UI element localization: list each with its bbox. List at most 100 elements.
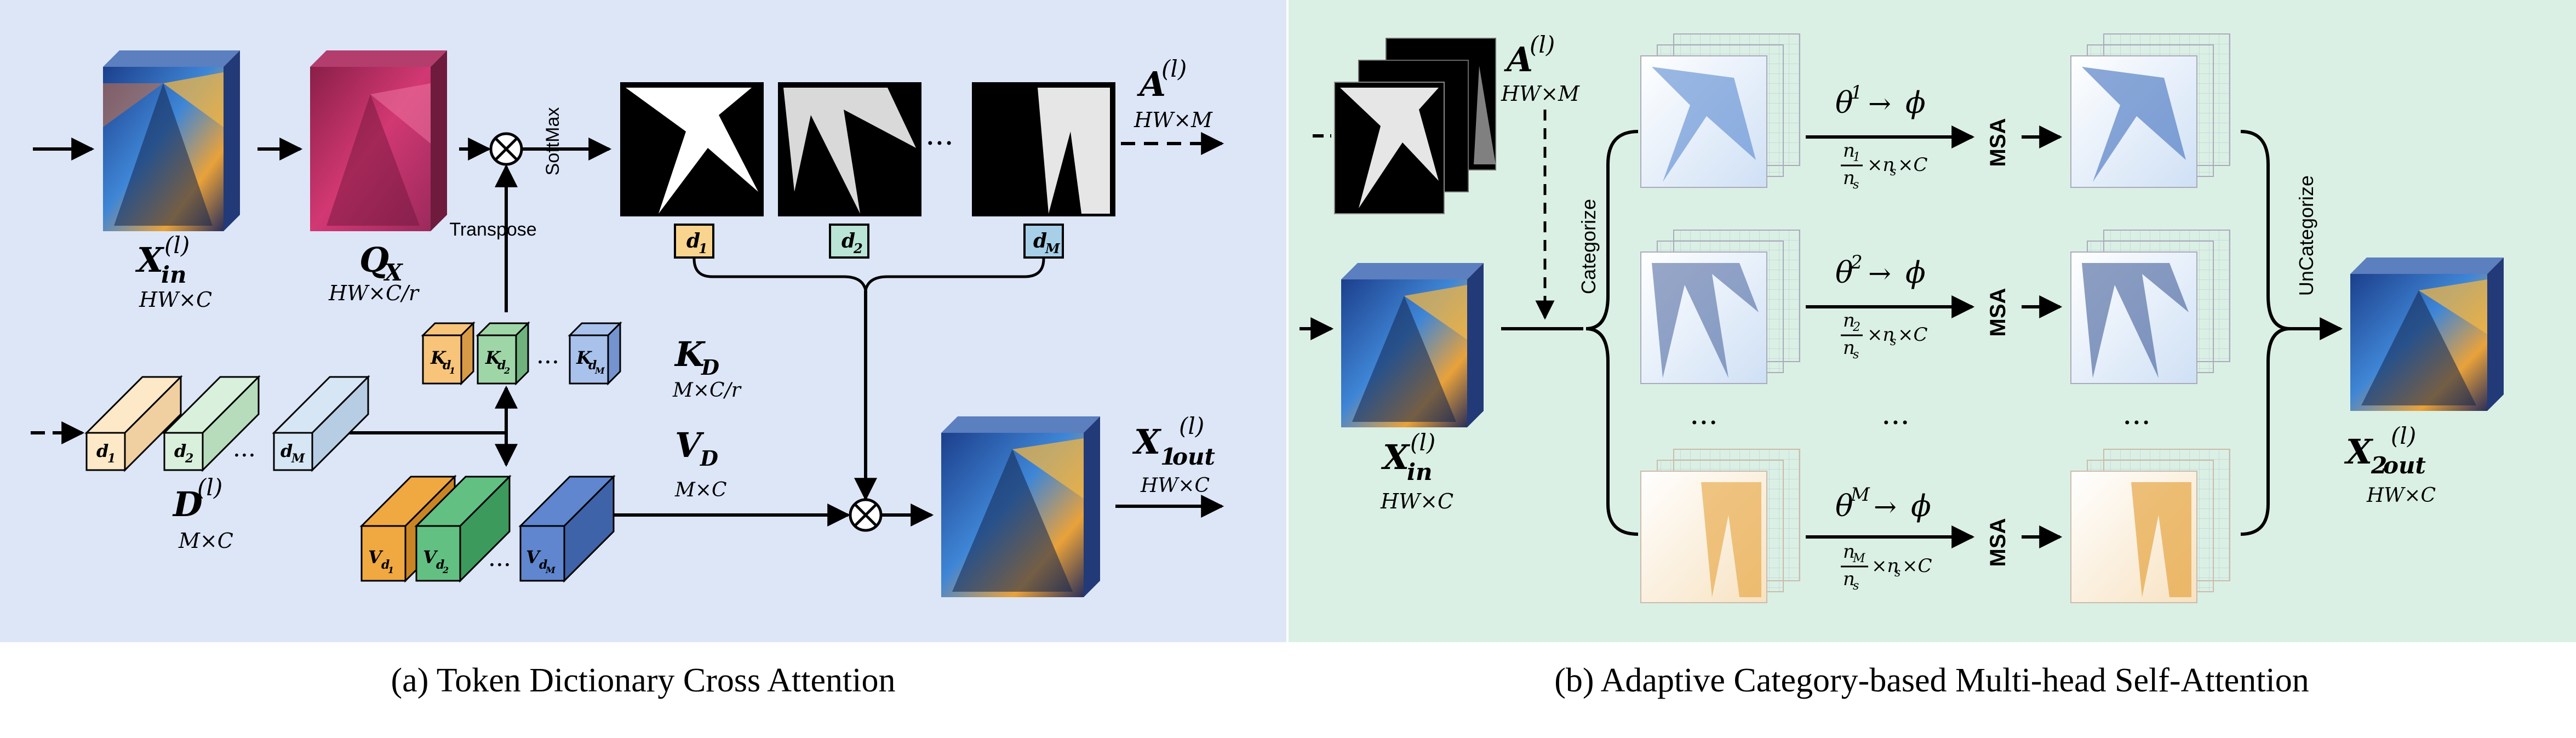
svg-text:HW×M: HW×M bbox=[1501, 82, 1580, 106]
svg-text:2: 2 bbox=[503, 365, 510, 376]
uncategorize-label: UnCategorize bbox=[2295, 175, 2317, 296]
svg-text:2: 2 bbox=[442, 565, 449, 575]
svg-text:1: 1 bbox=[449, 365, 455, 376]
svg-text:in: in bbox=[161, 261, 187, 288]
attention-map-m bbox=[972, 82, 1115, 216]
svg-text:2: 2 bbox=[1852, 321, 1861, 334]
svg-text:ϕ: ϕ bbox=[1905, 85, 1926, 120]
attention-symbol: A bbox=[1137, 64, 1166, 104]
svg-text:1: 1 bbox=[1851, 82, 1863, 104]
svg-text:HW×C: HW×C bbox=[1380, 489, 1453, 513]
svg-text:HW×C/r: HW×C/r bbox=[328, 281, 420, 305]
attention-sup: (l) bbox=[1161, 55, 1187, 82]
svg-text:×n: ×n bbox=[1867, 324, 1894, 346]
key-dm: K d M bbox=[568, 321, 622, 386]
svg-text:M: M bbox=[545, 565, 556, 575]
svg-text:(l): (l) bbox=[1179, 413, 1204, 439]
svg-text:d: d bbox=[686, 230, 700, 253]
k-d-label: K D M×C/r bbox=[672, 334, 742, 402]
svg-text:d: d bbox=[96, 440, 108, 461]
svg-text:(l): (l) bbox=[1530, 31, 1555, 58]
row-m: θ M → ϕ n M n s ×n s ×C MSA bbox=[1806, 484, 2063, 593]
keys-ellipsis: ··· bbox=[536, 348, 559, 376]
softmax-label: SoftMax bbox=[542, 107, 563, 176]
attention-stack bbox=[1334, 38, 1496, 214]
svg-text:×C: ×C bbox=[1898, 154, 1928, 176]
svg-text:ϕ: ϕ bbox=[1905, 255, 1926, 290]
svg-text:D: D bbox=[700, 446, 718, 471]
svg-text:2: 2 bbox=[2371, 452, 2387, 479]
key-d1: K d 1 bbox=[421, 321, 476, 386]
svg-text:d: d bbox=[443, 358, 451, 373]
svg-text:D: D bbox=[172, 484, 203, 524]
x1-out-label: X 1 out (l) HW×C bbox=[1132, 413, 1215, 497]
attention-map-2 bbox=[778, 82, 921, 216]
svg-text:K: K bbox=[485, 347, 501, 368]
category-ellipsis-left: ··· bbox=[1690, 405, 1718, 440]
msa-2: MSA bbox=[1986, 288, 2010, 337]
svg-text:M: M bbox=[291, 451, 305, 466]
svg-text:D: D bbox=[701, 355, 719, 380]
dict-d1: d 1 bbox=[84, 375, 183, 472]
svg-text:out: out bbox=[1172, 443, 1215, 470]
token-dm: d M bbox=[1023, 224, 1064, 259]
multiply-op-top bbox=[489, 132, 523, 166]
svg-text:s: s bbox=[1853, 348, 1859, 362]
svg-text:s: s bbox=[1853, 178, 1859, 192]
svg-text:s: s bbox=[1890, 335, 1896, 348]
svg-text:θ: θ bbox=[1835, 489, 1853, 523]
svg-text:2: 2 bbox=[185, 451, 193, 466]
svg-text:d: d bbox=[539, 558, 547, 572]
svg-text:×n: ×n bbox=[1871, 555, 1899, 577]
x1-out-cube bbox=[941, 416, 1100, 597]
x-in-label-a: X in (l) HW×C bbox=[135, 232, 212, 312]
svg-text:K: K bbox=[674, 334, 706, 374]
svg-text:HW×C: HW×C bbox=[139, 288, 212, 312]
value-d2: V d 2 bbox=[414, 474, 512, 583]
svg-text:×C: ×C bbox=[1898, 324, 1928, 346]
svg-text:HW×C: HW×C bbox=[1140, 474, 1210, 497]
svg-text:K: K bbox=[576, 347, 592, 368]
svg-text:n: n bbox=[1843, 541, 1855, 563]
svg-text:→: → bbox=[1868, 88, 1891, 119]
svg-text:×n: ×n bbox=[1867, 154, 1894, 176]
svg-text:d: d bbox=[174, 440, 186, 461]
svg-text:in: in bbox=[1407, 459, 1433, 485]
svg-text:M: M bbox=[1045, 241, 1061, 256]
svg-text:out: out bbox=[2383, 452, 2426, 479]
svg-text:M×C: M×C bbox=[674, 479, 727, 501]
svg-text:(l): (l) bbox=[197, 474, 222, 501]
values-ellipsis: ··· bbox=[488, 551, 511, 579]
panel-b: A (l) HW×M X in (l) HW×C Categorize bbox=[1300, 31, 2504, 603]
msa-1: MSA bbox=[1986, 118, 2010, 167]
x-in-label-b: X in (l) HW×C bbox=[1380, 429, 1453, 513]
svg-text:d: d bbox=[1033, 230, 1047, 253]
svg-text:M×C/r: M×C/r bbox=[672, 379, 742, 402]
svg-text:d: d bbox=[588, 358, 597, 373]
q-x-cube bbox=[310, 50, 447, 231]
category-stack-m bbox=[1640, 449, 1800, 603]
dict-ellipsis: ··· bbox=[233, 442, 256, 470]
svg-text:d: d bbox=[497, 358, 506, 373]
result-stack-m bbox=[2070, 449, 2230, 603]
svg-text:M×C: M×C bbox=[178, 529, 233, 553]
svg-text:→: → bbox=[1868, 258, 1891, 289]
svg-text:V: V bbox=[423, 547, 438, 568]
svg-text:V: V bbox=[675, 425, 705, 465]
svg-text:→: → bbox=[1874, 491, 1897, 523]
svg-text:1: 1 bbox=[1160, 443, 1176, 470]
svg-text:X: X bbox=[135, 240, 165, 280]
row-ellipsis: ··· bbox=[1881, 405, 1910, 440]
category-stack-1 bbox=[1640, 33, 1800, 188]
q-x-label: Q X HW×C/r bbox=[328, 240, 420, 305]
svg-text:X: X bbox=[383, 259, 403, 286]
svg-text:s: s bbox=[1894, 566, 1900, 580]
x2-out-label: X 2 out (l) HW×C bbox=[2344, 422, 2436, 507]
attention-label-b: A (l) HW×M bbox=[1501, 31, 1580, 106]
caption-b: (b) Adaptive Category-based Multi-head S… bbox=[1554, 662, 2309, 699]
svg-text:HW×C: HW×C bbox=[2366, 484, 2436, 507]
svg-text:2: 2 bbox=[853, 241, 863, 256]
svg-text:d: d bbox=[281, 440, 293, 461]
svg-text:n: n bbox=[1843, 568, 1855, 590]
